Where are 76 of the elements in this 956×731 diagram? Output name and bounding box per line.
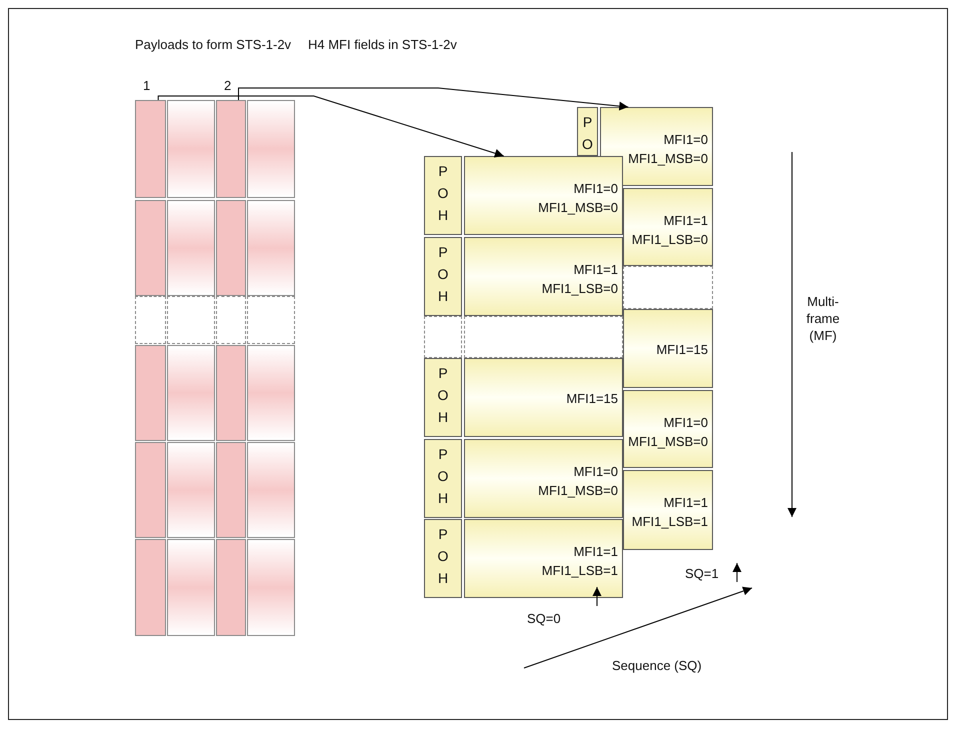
column-number: 1 xyxy=(143,78,150,93)
dashed-gap xyxy=(247,296,295,344)
field-value: MFI1_MSB=0 xyxy=(537,482,618,500)
payload-bar xyxy=(247,345,295,441)
arrow xyxy=(158,96,504,158)
payload-bar xyxy=(135,100,166,198)
axis-label: Multi- frame (MF) xyxy=(805,293,841,344)
frame-box xyxy=(464,358,623,437)
field-value: MFI1=1 xyxy=(662,494,708,512)
payload-bar xyxy=(216,345,246,441)
payload-bar xyxy=(167,539,215,636)
overhead-label: P O H xyxy=(437,364,449,427)
frame-box xyxy=(623,188,713,266)
frame-box xyxy=(623,470,713,550)
payload-bar xyxy=(247,442,295,538)
payload-bar xyxy=(135,345,166,441)
field-value: MFI1_MSB=0 xyxy=(537,199,618,217)
overhead-box xyxy=(577,107,598,156)
dashed-gap xyxy=(216,296,246,344)
dashed-gap xyxy=(424,316,462,358)
payload-bar xyxy=(135,200,166,296)
arrow xyxy=(238,88,629,111)
dashed-gap xyxy=(623,266,713,309)
frame-box xyxy=(464,237,623,316)
field-value: MFI1=0 xyxy=(662,414,708,432)
payload-bar xyxy=(216,442,246,538)
overhead-box xyxy=(424,439,462,518)
overhead-box xyxy=(424,237,462,316)
panel-title: H4 MFI fields in STS-1-2v xyxy=(308,37,457,52)
payload-bar xyxy=(247,200,295,296)
overhead-label: P O xyxy=(582,113,594,154)
frame-box xyxy=(623,390,713,468)
field-value: MFI1=0 xyxy=(572,180,618,198)
frame-box xyxy=(464,156,623,235)
overhead-label: P O H xyxy=(437,243,449,306)
dashed-gap xyxy=(167,296,215,344)
payload-bar xyxy=(216,539,246,636)
field-value: MFI1=0 xyxy=(662,131,708,149)
payload-bar xyxy=(247,100,295,198)
field-value: MFI1_LSB=0 xyxy=(630,231,708,249)
field-value: MFI1_LSB=1 xyxy=(630,513,708,531)
payload-bar xyxy=(216,100,246,198)
field-value: MFI1=1 xyxy=(572,543,618,561)
frame-box xyxy=(623,309,713,388)
field-value: MFI1_MSB=0 xyxy=(628,433,708,451)
column-number: 2 xyxy=(224,78,232,93)
frame-box xyxy=(464,519,623,598)
payload-bar xyxy=(167,345,215,441)
field-value: MFI1_LSB=0 xyxy=(540,280,618,298)
overhead-box xyxy=(424,519,462,598)
axis-label: Sequence (SQ) xyxy=(612,658,702,673)
overhead-box xyxy=(424,358,462,437)
dashed-gap xyxy=(135,296,166,344)
field-value: MFI1_MSB=0 xyxy=(627,150,708,168)
frame-box xyxy=(464,439,623,518)
payload-bar xyxy=(167,100,215,198)
field-value: MFI1=1 xyxy=(662,212,708,230)
dashed-gap xyxy=(464,316,623,358)
overhead-label: P O H xyxy=(437,445,449,508)
field-value: MFI1=0 xyxy=(572,463,618,481)
payload-bar xyxy=(167,200,215,296)
field-value: MFI1_LSB=1 xyxy=(540,562,618,580)
field-value: MFI1=15 xyxy=(655,341,708,359)
payload-bar xyxy=(216,200,246,296)
payload-bar xyxy=(247,539,295,636)
overhead-box xyxy=(424,156,462,235)
payload-bar xyxy=(167,442,215,538)
payload-bar xyxy=(135,539,166,636)
field-value: MFI1=1 xyxy=(572,261,618,279)
field-value: MFI1=15 xyxy=(565,390,618,408)
overhead-label: P O H xyxy=(437,525,449,588)
payload-bar xyxy=(135,442,166,538)
overhead-label: P O H xyxy=(437,162,449,225)
sequence-label: SQ=0 xyxy=(527,611,561,626)
sequence-label: SQ=1 xyxy=(685,566,719,581)
panel-title: Payloads to form STS-1-2v xyxy=(135,37,292,52)
